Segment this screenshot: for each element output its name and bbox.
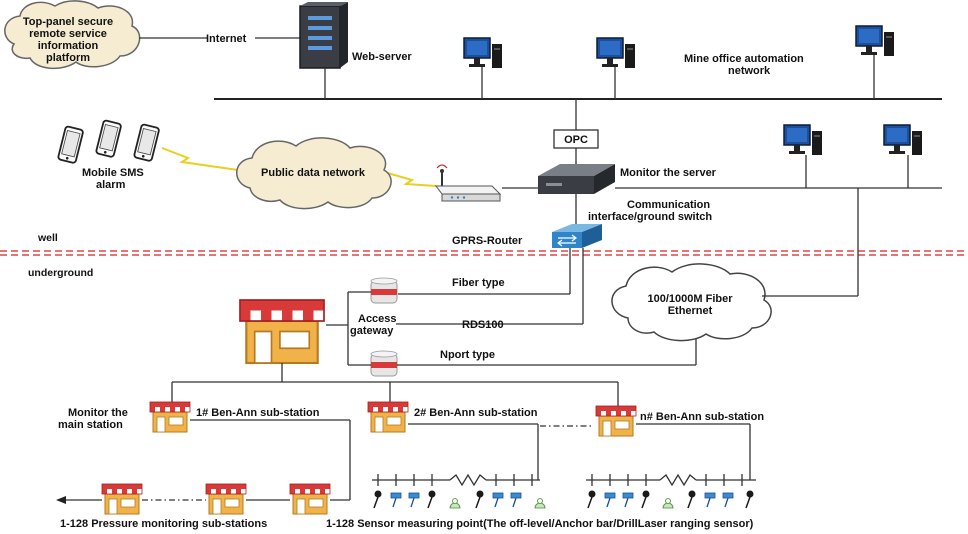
station-shop-icon <box>205 483 247 515</box>
laser-sensor-icon <box>408 492 420 508</box>
access-gateway-label-line2: gateway <box>350 325 394 337</box>
ethernet-cloud <box>611 263 772 342</box>
platform-label-line1: Top-panel secure <box>23 16 113 28</box>
access-gateway-icon <box>370 277 398 304</box>
anchor-sensor-icon <box>373 489 383 509</box>
main-station-label-line2: main station <box>58 419 123 431</box>
laser-sensor-icon <box>722 492 734 508</box>
station-shop-icon <box>595 405 637 437</box>
wifi-router-icon <box>435 164 502 202</box>
platform-label-line2: remote service <box>29 28 107 40</box>
wireless-link <box>383 171 437 187</box>
main-station-icon <box>238 298 326 365</box>
monitor-server-label: Monitor the server <box>620 167 717 179</box>
wireless-link <box>161 147 239 171</box>
laser-sensor-icon <box>492 492 504 508</box>
web-server-label: Web-server <box>352 51 412 63</box>
ethernet-label-line2: Ethernet <box>668 305 713 317</box>
server-tower-icon <box>299 2 348 69</box>
underground-label: underground <box>28 267 93 279</box>
anchor-sensor-icon <box>641 489 651 509</box>
mobile-alarm-label-line1: Mobile SMS <box>82 167 144 179</box>
well-label: well <box>37 232 58 244</box>
anchor-sensor-icon <box>745 489 755 509</box>
laser-sensor-icon <box>622 492 634 508</box>
laser-sensor-icon <box>390 492 402 508</box>
mobile-phone-icon <box>132 123 161 163</box>
internet-label: Internet <box>206 33 247 45</box>
substation-n-label: n# Ben-Ann sub-station <box>640 411 764 423</box>
station-shop-icon <box>289 483 331 515</box>
substation-1-label: 1# Ben-Ann sub-station <box>196 407 320 419</box>
mobile-alarm-label-line2: alarm <box>96 179 126 191</box>
offlevel-sensor-icon <box>449 498 461 509</box>
anchor-sensor-icon <box>687 489 697 509</box>
opc-label: OPC <box>564 134 588 146</box>
desktop-computer-icon <box>783 124 823 156</box>
access-gateway-label-line1: Access <box>358 313 397 325</box>
laser-sensor-icon <box>604 492 616 508</box>
platform-cloud <box>4 0 141 70</box>
desktop-computer-icon <box>463 37 503 69</box>
platform-label-line4: platform <box>46 52 90 64</box>
comm-interface-label-line2: interface/ground switch <box>588 211 712 223</box>
office-network-label-line1: Mine office automation <box>684 53 804 65</box>
anchor-sensor-icon <box>427 489 437 509</box>
desktop-computer-icon <box>883 124 923 156</box>
access-gateway-icon <box>370 350 398 377</box>
arrow-left-icon <box>56 496 66 504</box>
mobile-phone-icon <box>94 119 123 159</box>
rds100-label: RDS100 <box>462 319 504 331</box>
substation-2-label: 2# Ben-Ann sub-station <box>414 407 538 419</box>
sensor-bus <box>586 473 756 487</box>
sensor-points-label: 1-128 Sensor measuring point(The off-lev… <box>326 518 754 530</box>
office-network-label-line2: network <box>728 65 771 77</box>
anchor-sensor-icon <box>587 489 597 509</box>
station-shop-icon <box>149 401 191 433</box>
main-station-label-line1: Monitor the <box>68 407 128 419</box>
ethernet-label-line1: 100/1000M Fiber <box>648 293 734 305</box>
monitor-server-icon <box>538 164 615 194</box>
station-shop-icon <box>101 483 143 515</box>
station-shop-icon <box>367 401 409 433</box>
fiber-type-label: Fiber type <box>452 277 505 289</box>
desktop-computer-icon <box>855 25 895 57</box>
sensor-bus <box>372 473 540 487</box>
comm-interface-label-line1: Communication <box>627 199 710 211</box>
offlevel-sensor-icon <box>534 498 546 509</box>
public-network-cloud <box>236 137 392 210</box>
laser-sensor-icon <box>510 492 522 508</box>
platform-label-line3: information <box>38 40 99 52</box>
mobile-phone-icon <box>56 125 85 165</box>
offlevel-sensor-icon <box>662 498 674 509</box>
public-network-label: Public data network <box>261 167 366 179</box>
anchor-sensor-icon <box>475 489 485 509</box>
pressure-stations-label: 1-128 Pressure monitoring sub-stations <box>60 518 267 530</box>
gprs-router-label: GPRS-Router <box>452 235 523 247</box>
desktop-computer-icon <box>596 37 636 69</box>
laser-sensor-icon <box>704 492 716 508</box>
network-switch-icon <box>552 224 602 248</box>
nport-type-label: Nport type <box>440 349 495 361</box>
